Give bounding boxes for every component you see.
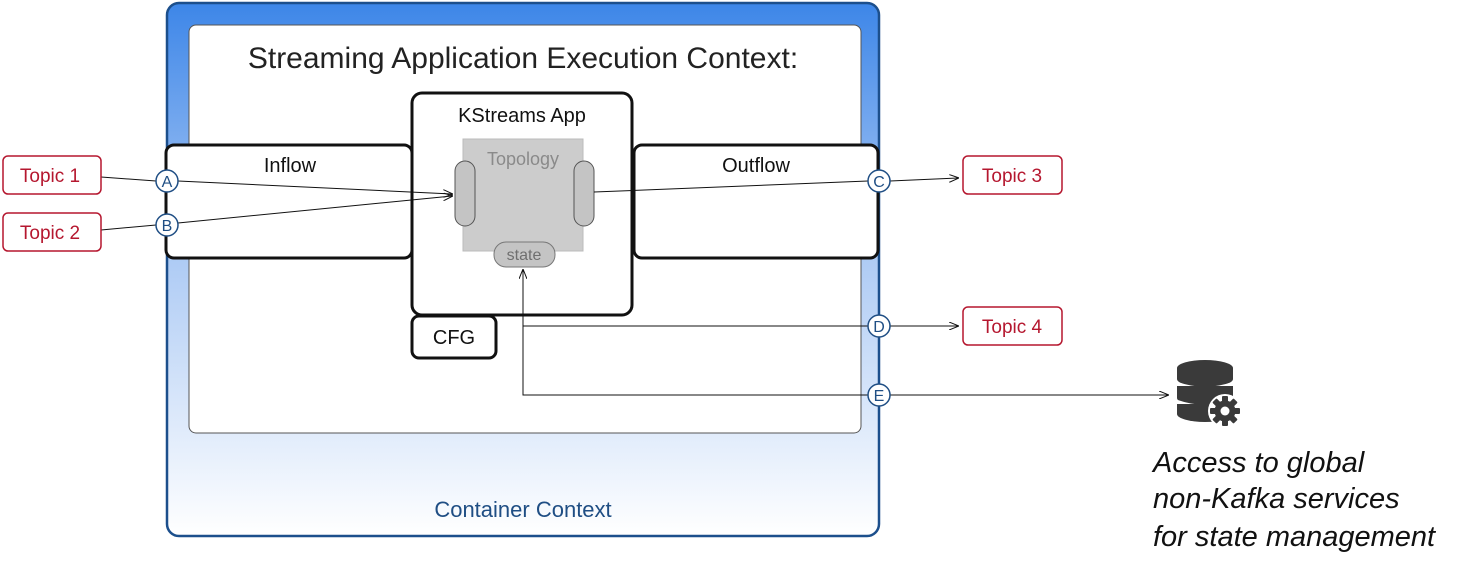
outflow-box	[632, 143, 880, 260]
topology-box	[462, 138, 584, 252]
port-d-circle	[867, 314, 891, 338]
services-note-line-2: non-Kafka services	[1153, 483, 1400, 515]
port-b-label: B	[162, 218, 173, 235]
flow-line-topic1	[100, 176, 157, 182]
topic-3-box	[962, 155, 1063, 195]
port-c-circle	[867, 169, 891, 193]
topology-input-port	[454, 160, 476, 227]
topic-4-label: Topic 4	[982, 317, 1043, 338]
services-note-line-3: for state management	[1153, 521, 1437, 553]
flow-line-c-to-topic3	[889, 178, 958, 181]
execution-context-title: Streaming Application Execution Context:	[248, 42, 798, 75]
topic-3-label: Topic 3	[982, 166, 1042, 187]
topic-2-label: Topic 2	[20, 223, 80, 244]
state-store	[493, 241, 556, 268]
database-gear-icon	[1176, 360, 1242, 428]
port-a-circle	[155, 169, 179, 193]
port-c-label: C	[873, 174, 885, 191]
flow-line-topology-to-c	[593, 180, 869, 193]
services-note-line-1: Access to global	[1151, 447, 1366, 479]
port-e-circle	[867, 383, 891, 407]
port-e-label: E	[874, 388, 885, 405]
topic-1-box	[2, 155, 102, 195]
config-box	[410, 314, 498, 360]
outflow-label: Outflow	[722, 155, 790, 177]
flow-line-topic2	[100, 224, 157, 231]
flow-line-b-to-topology	[177, 196, 452, 224]
topic-1-label: Topic 1	[20, 166, 80, 187]
port-d-label: D	[873, 319, 885, 336]
port-a-label: A	[162, 174, 173, 191]
topic-4-box	[962, 306, 1063, 346]
kstreams-app-title: KStreams App	[458, 105, 586, 127]
topology-output-port	[573, 160, 595, 227]
config-label: CFG	[433, 327, 475, 349]
state-label: state	[507, 247, 542, 264]
flow-line-e-to-state	[523, 270, 868, 396]
topology-label: Topology	[487, 149, 559, 169]
flow-line-a-to-topology	[177, 180, 452, 194]
container-context-label: Container Context	[434, 497, 611, 522]
port-b-circle	[155, 213, 179, 237]
topic-2-box	[2, 212, 102, 252]
inflow-label: Inflow	[264, 155, 317, 177]
